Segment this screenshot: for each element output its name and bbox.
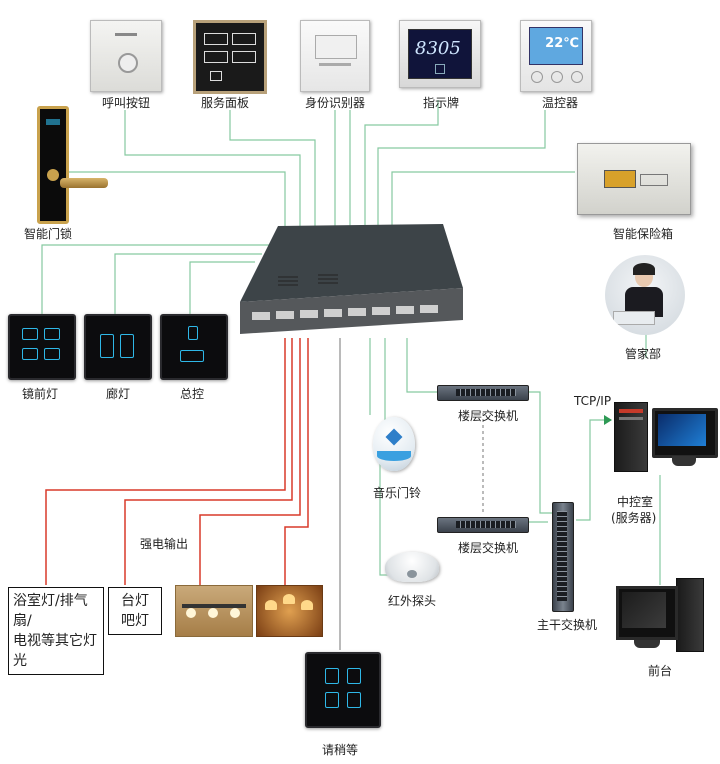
bath-lights-line-1: 浴室灯/排气扇/ bbox=[13, 593, 88, 629]
butler-photo bbox=[605, 255, 685, 335]
red-wires bbox=[45, 338, 309, 585]
floor-switch-2-label: 楼层交换机 bbox=[458, 541, 519, 555]
safe-device bbox=[577, 143, 691, 215]
server-monitor-stand bbox=[672, 456, 696, 466]
infrared-sensor-device bbox=[385, 552, 439, 582]
tcp-ip-label: TCP/IP bbox=[574, 394, 612, 408]
indicator-device: 8305 bbox=[399, 20, 481, 88]
front-desk-label: 前台 bbox=[648, 664, 673, 678]
thermostat-label: 温控器 bbox=[542, 96, 579, 110]
safe-label: 智能保险箱 bbox=[613, 227, 674, 241]
mirror-light-panel bbox=[8, 314, 76, 380]
strong-power-label: 强电输出 bbox=[140, 537, 189, 551]
smart-lock-label: 智能门锁 bbox=[24, 227, 73, 241]
call-button-label: 呼叫按钮 bbox=[102, 96, 151, 110]
main-switch-label: 主干交换机 bbox=[537, 618, 598, 632]
spotlight-photo bbox=[175, 585, 253, 637]
lamp-box: 台灯 吧灯 bbox=[108, 587, 162, 635]
bath-lights-line-2: 电视等其它灯光 bbox=[13, 633, 97, 669]
server-monitor bbox=[652, 408, 718, 458]
server-tower bbox=[614, 402, 648, 472]
room-control-unit bbox=[240, 224, 463, 334]
thermostat-temp: 22℃ bbox=[545, 36, 579, 51]
lamp-line-1: 台灯 bbox=[121, 593, 149, 609]
floor-switch-1-label: 楼层交换机 bbox=[458, 409, 519, 423]
smart-lock-device bbox=[37, 106, 69, 224]
floor-switch-2 bbox=[437, 517, 529, 533]
thermostat-device: 22℃ bbox=[520, 20, 592, 92]
indicator-number: 8305 bbox=[415, 38, 461, 59]
music-doorbell-label: 音乐门铃 bbox=[373, 486, 422, 500]
master-control-panel bbox=[160, 314, 228, 380]
music-doorbell-device bbox=[373, 417, 415, 471]
infrared-label: 红外探头 bbox=[388, 594, 437, 608]
front-desk-monitor bbox=[616, 586, 678, 640]
control-room-label-2: (服务器) bbox=[611, 511, 657, 525]
corridor-light-label: 廊灯 bbox=[106, 387, 131, 401]
front-desk-stand bbox=[634, 640, 660, 648]
please-wait-label: 请稍等 bbox=[322, 743, 359, 757]
chandelier-photo bbox=[256, 585, 323, 637]
bath-lights-box: 浴室灯/排气扇/ 电视等其它灯光 bbox=[8, 587, 104, 675]
floor-switch-1 bbox=[437, 385, 529, 401]
id-reader-device bbox=[300, 20, 370, 92]
service-panel-label: 服务面板 bbox=[201, 96, 250, 110]
service-panel-device bbox=[193, 20, 267, 94]
master-control-label: 总控 bbox=[180, 387, 205, 401]
lamp-line-2: 吧灯 bbox=[121, 613, 149, 629]
butler-label: 管家部 bbox=[625, 347, 662, 361]
corridor-light-panel bbox=[84, 314, 152, 380]
front-desk-tower bbox=[676, 578, 704, 652]
mirror-light-label: 镜前灯 bbox=[22, 387, 59, 401]
call-button-device bbox=[90, 20, 162, 92]
lock-handle bbox=[60, 178, 108, 188]
main-switch bbox=[552, 502, 574, 612]
indicator-label: 指示牌 bbox=[423, 96, 460, 110]
please-wait-panel bbox=[305, 652, 381, 728]
id-reader-label: 身份识别器 bbox=[305, 96, 366, 110]
control-room-label-1: 中控室 bbox=[617, 495, 654, 509]
